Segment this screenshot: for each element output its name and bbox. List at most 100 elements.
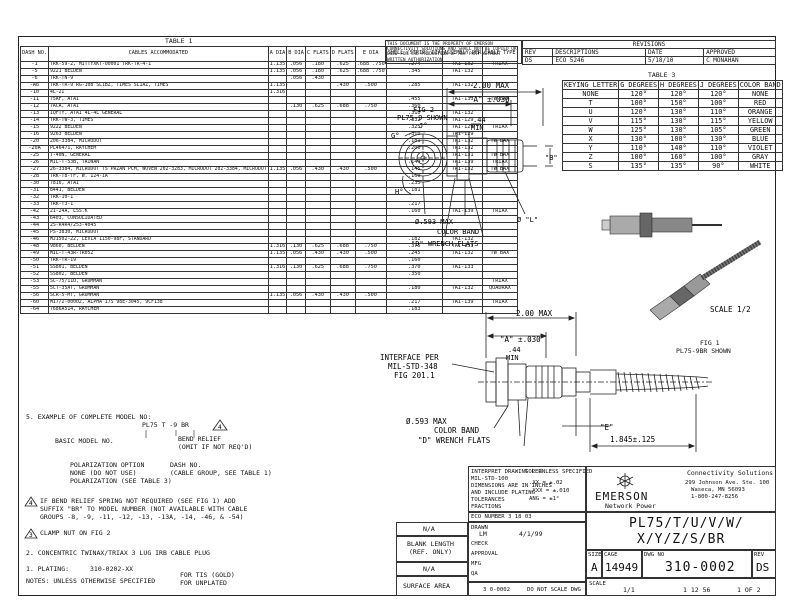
table1-cell — [304, 173, 331, 181]
table1-cell — [354, 257, 387, 265]
tol-a: .XX = ±.02 — [529, 480, 563, 486]
table1-cell — [354, 117, 387, 125]
table1-cell: .625 — [304, 264, 331, 272]
svg-text:4: 4 — [218, 424, 222, 431]
table1-cell: 6403, CONSOLIDATED — [48, 215, 269, 223]
table1-cell — [304, 306, 331, 314]
table1-cell — [304, 159, 331, 167]
table1-cell — [329, 75, 356, 83]
tolerance-box: INTERPRET DRAWING PER MIL-STD-100 DIMENS… — [468, 466, 592, 512]
na-1: N/A — [423, 525, 435, 533]
table1-cell: 1.316 — [267, 89, 288, 97]
table1-cell — [304, 257, 331, 265]
note-1-value: 310-0202-XX — [90, 565, 134, 573]
fig1-flats: "D" WRENCH FLATS — [418, 436, 491, 445]
table1-cell: TRK-TN-9 — [48, 75, 269, 83]
table1-cell — [286, 152, 306, 160]
table1-cell: TRK-59-2, MITTYXKT-00001 TRK-TR-4-1 — [48, 61, 269, 69]
table3-cell: 135° — [658, 161, 699, 171]
cage-label: CAGE — [604, 552, 618, 558]
table1-cell — [267, 145, 288, 153]
scale-value: 1/1 — [623, 586, 635, 594]
table1-cell: .056 — [286, 75, 306, 83]
table3-title: TABLE 3 — [648, 71, 676, 79]
proprietary-box: THIS DOCUMENT IS THE PROPERTY OF EMERSON… — [385, 40, 522, 64]
table1-cell — [304, 89, 331, 97]
table1-cell: -6 — [20, 75, 49, 83]
table1-cell — [286, 117, 306, 125]
drawn-label: DRAWN — [471, 525, 488, 531]
eco-number: ECO NUMBER 3 18 03 — [471, 514, 532, 520]
table1-cell — [286, 299, 306, 307]
table3-cell: 110° — [697, 107, 739, 117]
table1-cell: 1.135 — [267, 82, 288, 90]
table1-cell: -12 — [20, 103, 49, 111]
table1-cell — [286, 138, 306, 146]
table3-header: H DEGREES — [658, 80, 699, 90]
table1-cell: .056 — [286, 292, 306, 300]
table1-cell — [304, 96, 331, 104]
table1-cell — [329, 229, 356, 237]
table1-cell — [329, 152, 356, 160]
table1-cell: M17/2-00002, ALPHA 17S 98E-3045, 9CF138 — [48, 299, 269, 307]
table1-cell — [354, 131, 387, 139]
table1-cell: 1.316 — [267, 264, 288, 272]
dwg-label: DWG NO — [644, 552, 665, 558]
table1-cell — [354, 180, 387, 188]
table1-cell: -48 — [20, 243, 49, 251]
table3-cell: 90° — [697, 161, 739, 171]
table1-cell: 2S-R4R4/253-4045 — [48, 222, 269, 230]
company-address-2: Waseca, MN 56093 — [691, 487, 745, 493]
table3-cell: BLUE — [737, 134, 783, 144]
note-1-gold: FOR TIS (GOLD) — [180, 571, 235, 579]
table1-cell: -10 — [20, 89, 49, 97]
table1-cell: .056 — [286, 166, 306, 174]
sheet-date: 1 12 56 — [683, 586, 711, 594]
table1-cell: SS802, BELDEN — [48, 271, 269, 279]
table1-cell — [354, 159, 387, 167]
table1-cell — [304, 222, 331, 230]
table1-cell — [286, 110, 306, 118]
company-box: EMERSON Network Power Connectivity Solut… — [586, 466, 776, 512]
table1-cell — [354, 138, 387, 146]
table3-cell: WHITE — [737, 161, 783, 171]
product-photo-straight — [601, 212, 722, 238]
table3-cell: 105° — [697, 125, 739, 135]
table1-cell — [329, 110, 356, 118]
table1-cell — [267, 124, 288, 132]
fig2-label: FIG 2 — [413, 106, 434, 114]
fig2-dim-a: "A" ±.030 — [469, 95, 510, 104]
table1-cell: 4L-2I — [48, 89, 269, 97]
table1-cell: .500 — [354, 250, 387, 258]
fig2-color: COLOR BAND — [437, 228, 479, 236]
table1-cell — [354, 285, 387, 293]
table3-header: J DEGREES — [697, 80, 739, 90]
table1-cell — [304, 285, 331, 293]
fig1-dim-max: 2.00 MAX — [516, 309, 553, 318]
company-address-3: 1-800-247-8256 — [691, 494, 739, 500]
table1-cell: 9222 BELDEN — [48, 124, 269, 132]
table1-cell: SC-75/11U, GRUMMAN — [48, 278, 269, 286]
table3-cell: U — [561, 107, 620, 117]
table1-cell — [267, 236, 288, 244]
table3-cell: 130° — [618, 134, 660, 144]
table1-cell: .625 — [329, 68, 356, 76]
table3-cell: ORANGE — [737, 107, 783, 117]
table1-cell: .750 — [354, 264, 387, 272]
tol-line-2: MIL-STD-100 — [471, 476, 509, 482]
table1-cell: -33 — [20, 201, 49, 209]
table1-cell: .688 .750 — [354, 61, 387, 69]
table1-cell: .430 — [304, 75, 331, 83]
table1-cell — [329, 201, 356, 209]
fig1-dim-a: "A" ±.030 — [500, 335, 541, 344]
table3-cell: NONE — [737, 89, 783, 99]
drawn-by: LM — [479, 530, 487, 538]
table1-cell: .180 — [304, 61, 331, 69]
table1-cell: TRK-TW-3, TIMES — [48, 117, 269, 125]
table1-cell: .180 — [304, 68, 331, 76]
note-polarization-table: POLARIZATION (SEE TABLE 3) — [70, 477, 172, 485]
table1-cell: PL46471, RAYCHEM — [48, 145, 269, 153]
